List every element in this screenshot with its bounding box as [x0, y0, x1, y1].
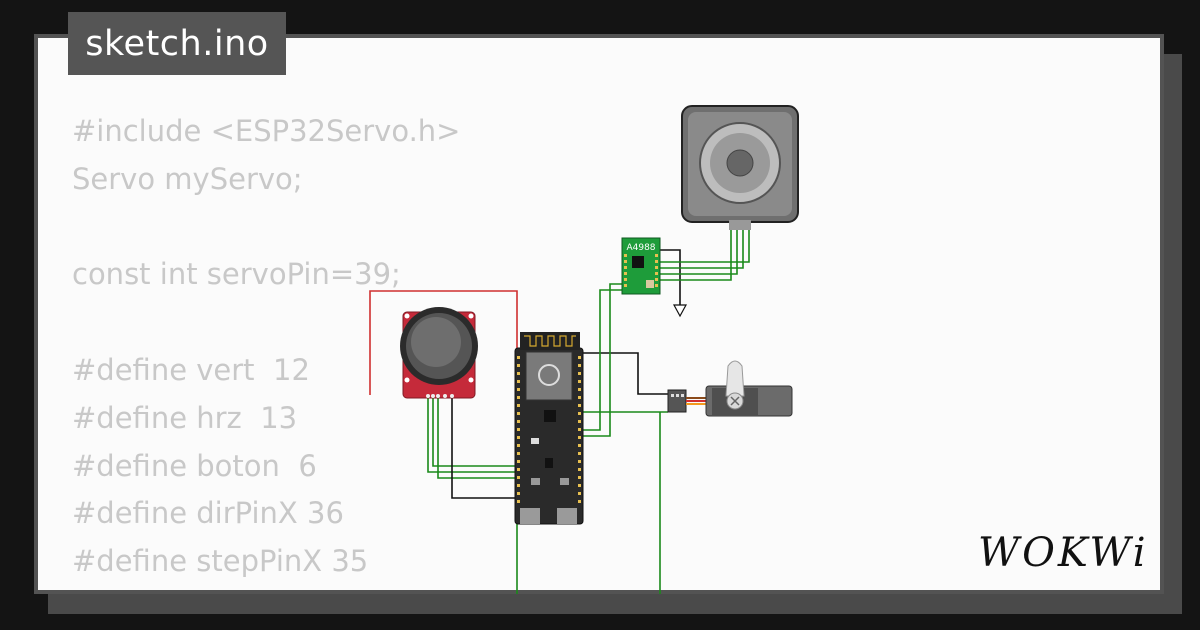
wire-black — [578, 352, 668, 395]
wires — [369, 222, 750, 594]
code-line: const int servoPin=39; — [72, 257, 401, 292]
wire-green — [437, 398, 515, 479]
wire-green — [432, 398, 515, 467]
wire-green — [660, 222, 750, 263]
esp32-board — [514, 332, 584, 525]
code-line: #include <ESP32Servo.h> — [72, 114, 461, 148]
joystick-module — [400, 307, 478, 399]
wokwi-logo: WOKWi — [978, 530, 1149, 576]
code-line: #define vert 12 — [72, 352, 310, 387]
wire-green — [660, 222, 738, 275]
wire-green — [427, 398, 515, 473]
code-line: #define dirPinX 36 — [72, 496, 344, 531]
wire-black — [451, 398, 515, 499]
code-line: #define hrz 13 — [72, 400, 298, 435]
ground-icon — [672, 304, 688, 318]
driver-label: A4988 — [626, 243, 655, 253]
servo-motor — [667, 360, 793, 417]
wire-green — [660, 222, 732, 281]
code-preview: #include <ESP32Servo.h> Servo myServo; c… — [72, 108, 460, 586]
wire-green — [582, 289, 622, 431]
code-line: Servo myServo; — [72, 161, 303, 196]
wire-black — [660, 249, 681, 305]
a4988-driver: A4988 — [621, 237, 661, 295]
wire-green — [582, 283, 622, 437]
wire-green — [660, 222, 744, 269]
project-preview-card: #include <ESP32Servo.h> Servo myServo; c… — [34, 34, 1164, 594]
code-line: #define boton 6 — [72, 448, 317, 483]
filename-tab: sketch.ino — [68, 12, 286, 75]
stepper-motor — [681, 105, 799, 230]
code-line: #define stepPinX 35 — [72, 544, 369, 579]
